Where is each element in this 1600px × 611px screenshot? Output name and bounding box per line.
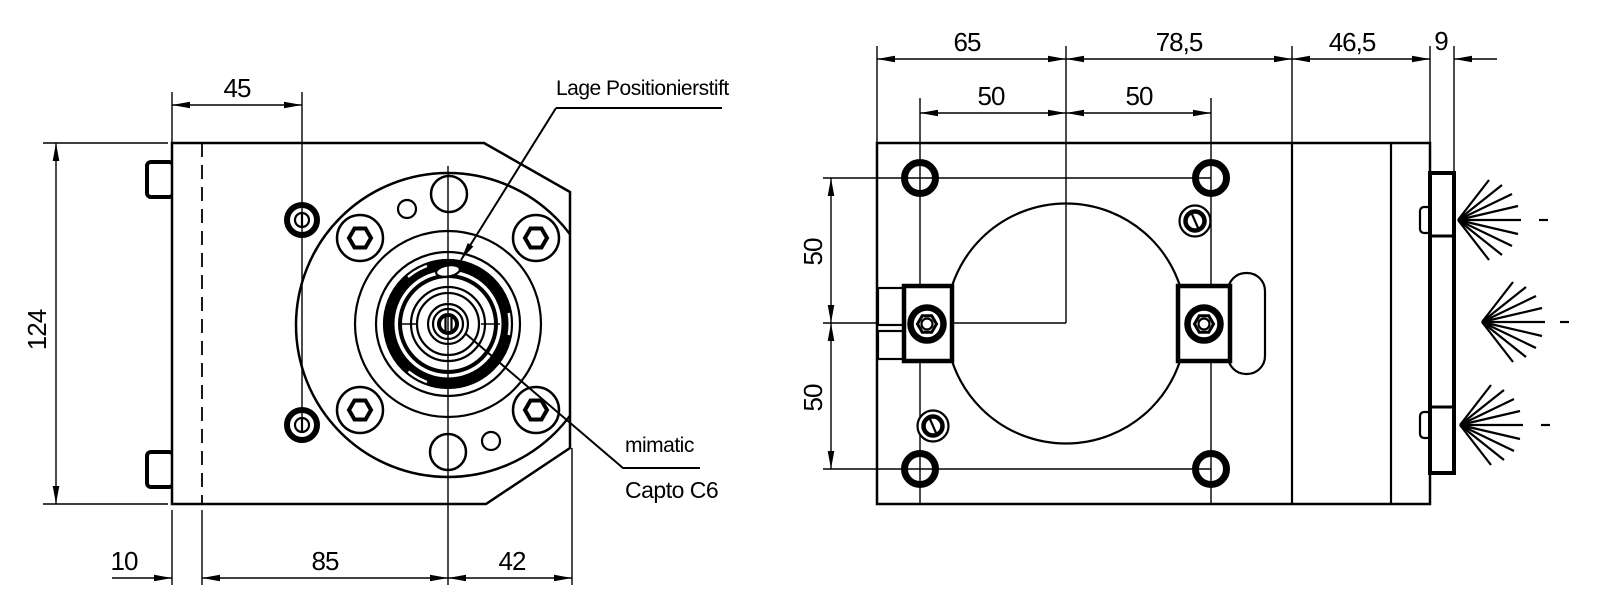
- spray-fan: [1457, 179, 1548, 261]
- mount-tab-top: [145, 160, 175, 199]
- dim-50-top-label: 50: [798, 238, 828, 265]
- corner-hole: [901, 159, 939, 197]
- clamp-right: [1175, 271, 1267, 376]
- clamp-handle: [1226, 271, 1267, 376]
- dim-9-label: 9: [1434, 26, 1448, 56]
- brand-label: mimatic: [625, 434, 694, 457]
- clamp-left: [876, 283, 955, 364]
- corner-hole: [1192, 450, 1230, 488]
- dim-50-right-label: 50: [1126, 81, 1153, 111]
- leader-line: [465, 333, 700, 469]
- side-view: 65 78,5 46,5 9 50 50 50 50: [798, 26, 1569, 506]
- housing-outline: [170, 141, 572, 506]
- dim-124-label: 124: [22, 309, 52, 350]
- dim-78-5-label: 78,5: [1156, 27, 1203, 57]
- hex-screw: [511, 385, 561, 435]
- dim-42-label: 42: [499, 546, 526, 576]
- leader-positioning-pin: Lage Positionierstift: [460, 77, 730, 261]
- dim-46-5-label: 46,5: [1329, 27, 1376, 57]
- dim-10-label: 10: [111, 546, 138, 576]
- dimension-124: 124: [22, 142, 168, 505]
- dimension-holes-horizontal: 50 50: [920, 81, 1211, 117]
- corner-hole: [1192, 159, 1230, 197]
- slotted-screw: [916, 409, 950, 443]
- dim-50-left-label: 50: [978, 81, 1005, 111]
- dimension-chain-top: 65 78,5 46,5 9: [876, 26, 1497, 175]
- pin-hole-bottom: [480, 430, 502, 452]
- hex-screw: [511, 213, 561, 263]
- nozzle-plate: [1418, 171, 1456, 475]
- dimension-holes-vertical: 50 50: [798, 178, 835, 469]
- dimension-chain-bottom: 10 85 42: [111, 448, 573, 585]
- front-view: 45 124 10 85 42 Lage Positionierstift: [22, 73, 730, 585]
- flange-hole-top: [429, 174, 469, 214]
- leader-capto: mimatic Capto C6: [465, 333, 719, 503]
- pin-hole-top: [396, 198, 418, 220]
- dimension-45: 45: [171, 73, 302, 143]
- dim-45-label: 45: [224, 73, 251, 103]
- hex-screw: [335, 385, 385, 435]
- dim-85-label: 85: [312, 546, 339, 576]
- slotted-screw: [1178, 204, 1212, 238]
- dim-50-bottom-label: 50: [798, 384, 828, 411]
- coupling-label: Capto C6: [625, 477, 718, 503]
- plate-body: [1428, 171, 1456, 475]
- mount-tab-bottom: [145, 450, 175, 489]
- hex-screw: [335, 213, 385, 263]
- spray-fan: [1481, 281, 1569, 363]
- corner-hole: [901, 450, 939, 488]
- positioning-pin-label: Lage Positionierstift: [556, 77, 729, 100]
- dim-65-label: 65: [954, 27, 981, 57]
- leader-line: [460, 107, 557, 261]
- spray-fan: [1459, 384, 1550, 466]
